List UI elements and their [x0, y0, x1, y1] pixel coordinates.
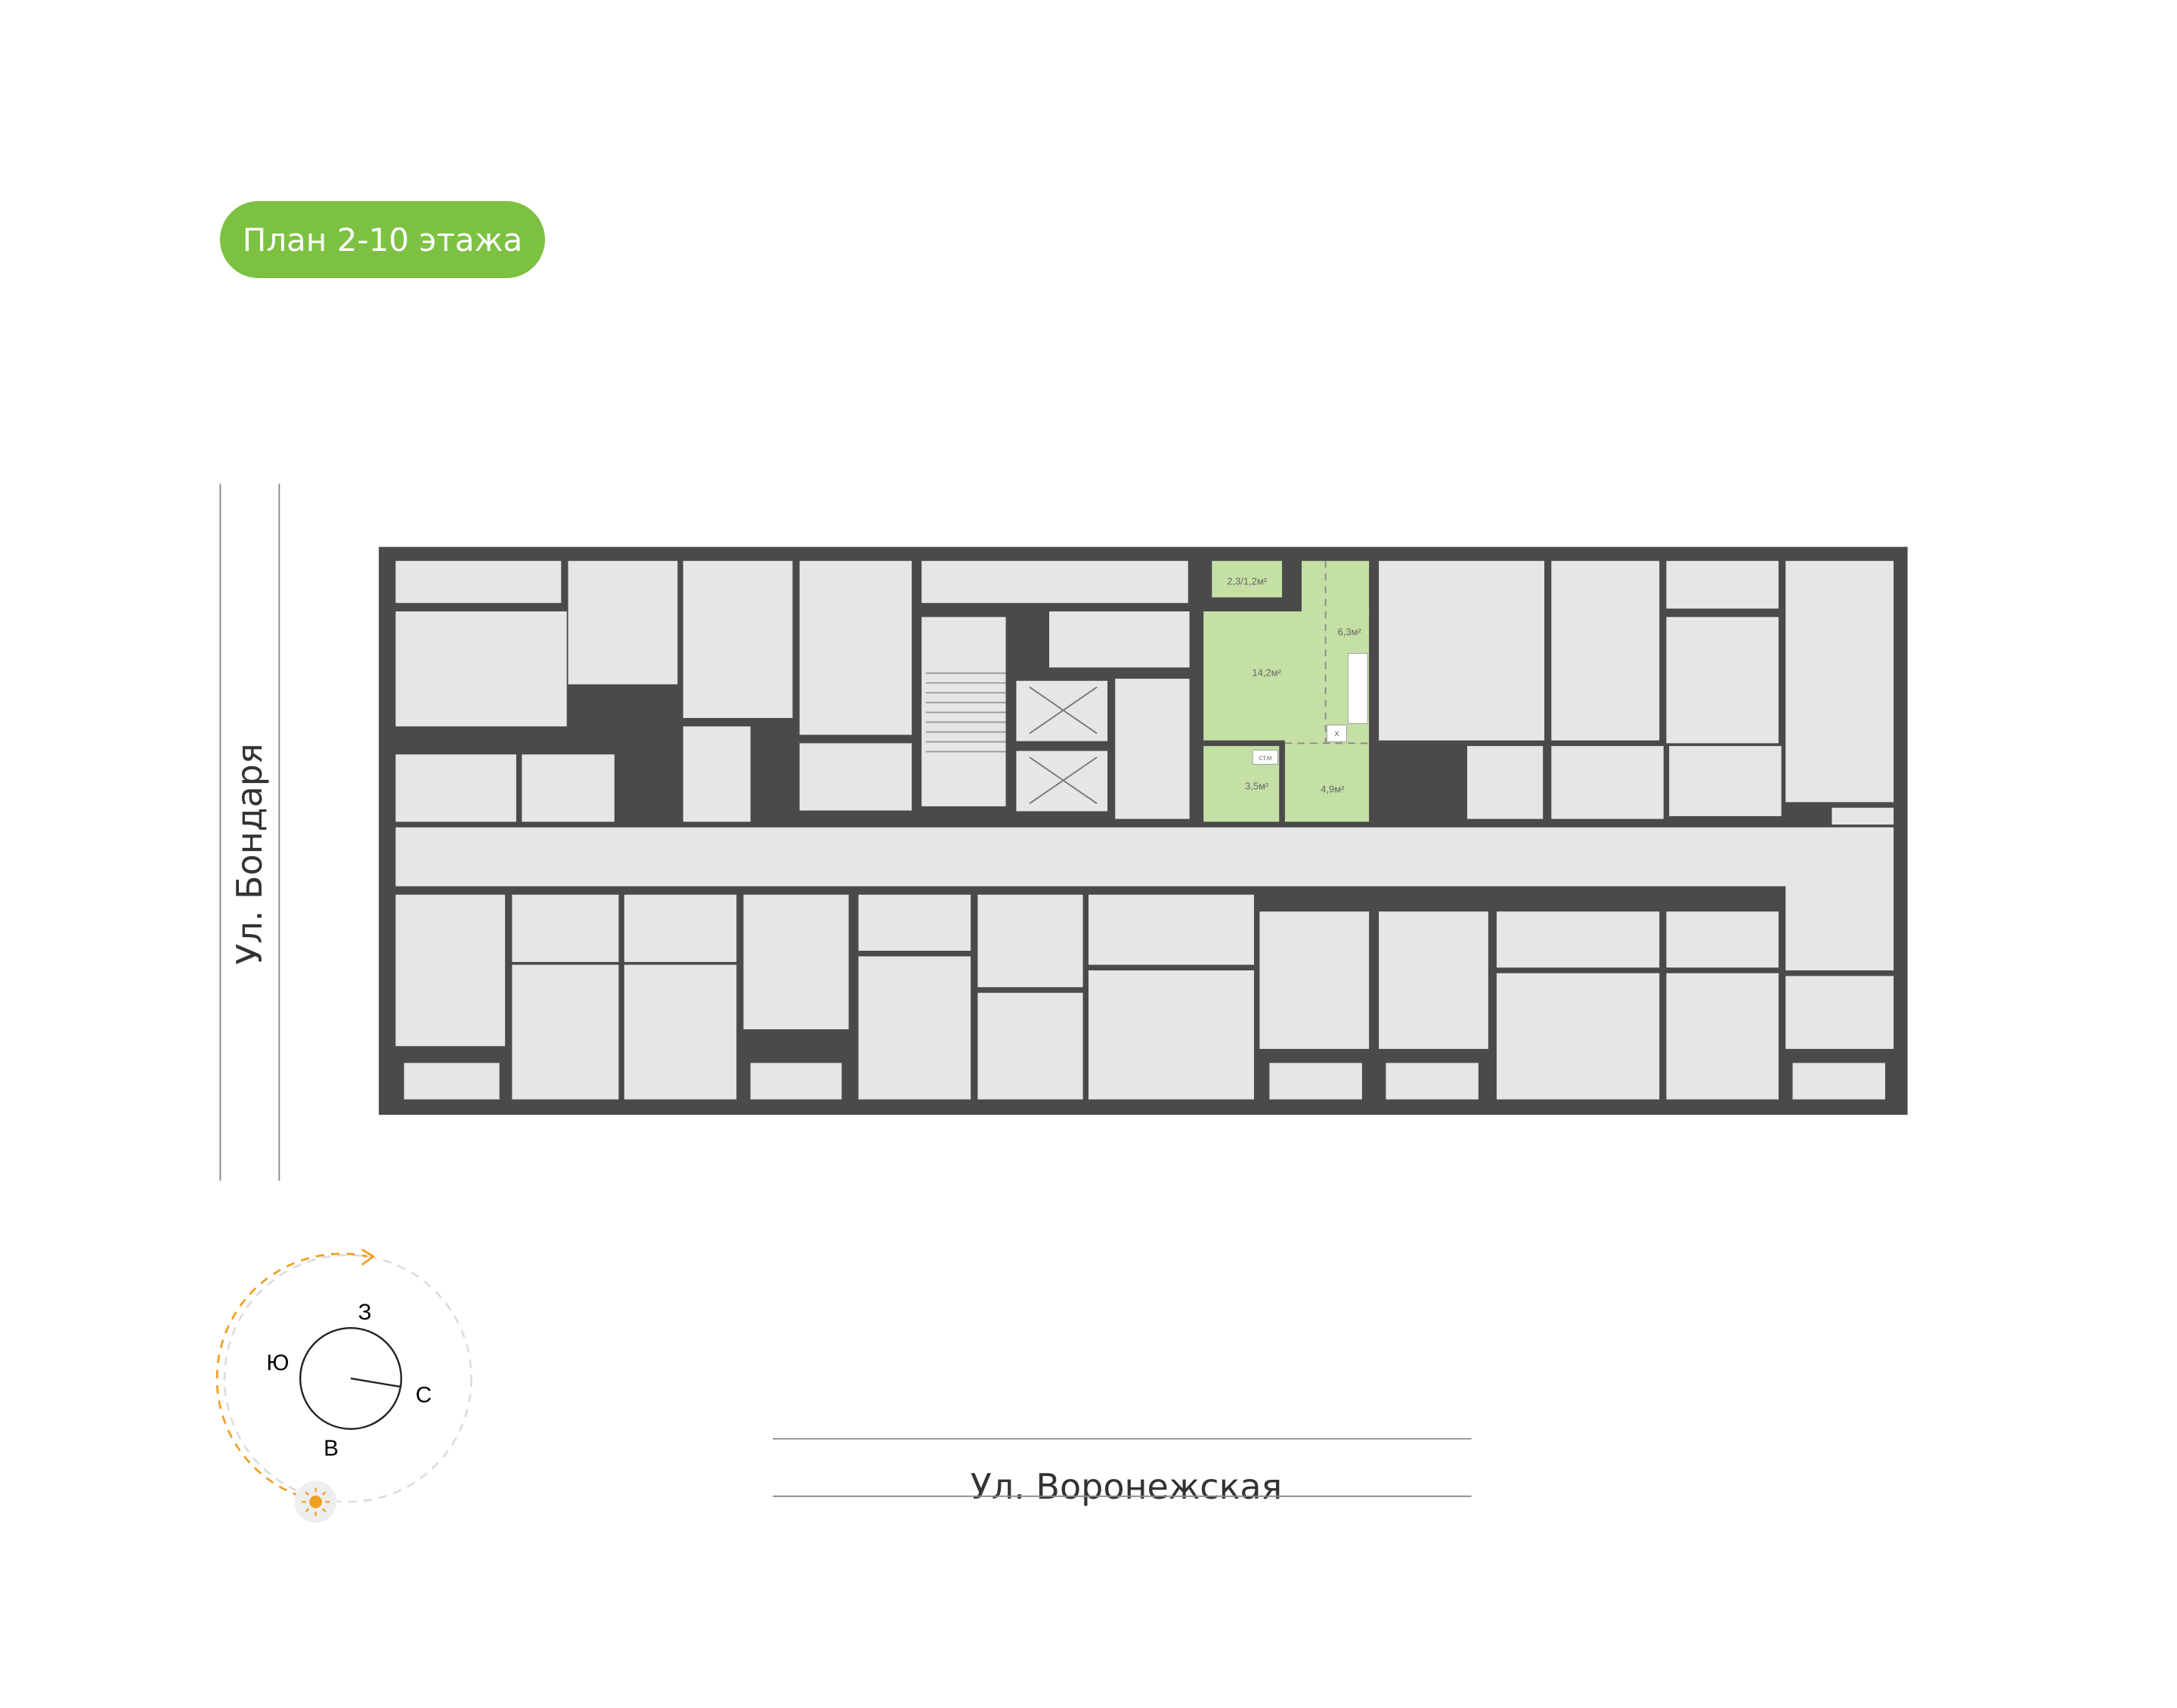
- room-bottom: [750, 1063, 842, 1100]
- room-bottom: [1496, 911, 1660, 968]
- staircase: [921, 617, 1109, 813]
- room-top: [1551, 561, 1660, 741]
- room-top: [683, 726, 751, 822]
- stove-icon: [1347, 653, 1368, 724]
- corridor: [395, 827, 1894, 886]
- room-bottom: [1088, 894, 1254, 965]
- room-bottom: [404, 1063, 500, 1100]
- room-top: [568, 561, 678, 685]
- room-top: [395, 611, 567, 727]
- sun-ray: [322, 1491, 327, 1496]
- room-area-living: 14,2м²: [1252, 667, 1281, 678]
- compass-dial: [299, 1326, 403, 1430]
- room-bottom: [1666, 973, 1779, 1100]
- sun-ray: [305, 1508, 310, 1513]
- room-top: [1666, 617, 1779, 744]
- room-top: [395, 754, 516, 822]
- room-bottom: [624, 894, 737, 962]
- compass-west: З: [358, 1300, 372, 1325]
- room-top: [1669, 746, 1782, 816]
- sun-path: [215, 1252, 368, 1502]
- selected-apartment[interactable]: 2,3/1,2м² 14,2м² 6,3м² 3,5м² 4,9м² СТ.М …: [1203, 561, 1370, 822]
- compass-needle: [350, 1377, 402, 1388]
- room-top: [1466, 746, 1544, 819]
- room-bottom: [1269, 1063, 1362, 1100]
- room-bottom: [1792, 1063, 1885, 1100]
- room-bottom: [1088, 970, 1254, 1100]
- washing-machine-label: СТ.М: [1259, 755, 1271, 762]
- floor-plan-title-badge: План 2-10 этажа: [220, 201, 545, 278]
- room-top: [1551, 746, 1664, 819]
- room-top: [1379, 561, 1545, 741]
- room-area-balcony: 2,3/1,2м²: [1227, 576, 1268, 587]
- room-bottom: [1666, 911, 1779, 968]
- room-top: [799, 561, 912, 735]
- room-top: [1832, 807, 1894, 825]
- fridge-icon: [1326, 724, 1347, 743]
- room-area-bathroom: 3,5м²: [1245, 781, 1269, 792]
- room-top: [799, 743, 912, 811]
- arrow-icon: [361, 1249, 376, 1266]
- room-bottom: [977, 894, 1083, 988]
- compass: З Ю С В: [215, 1249, 472, 1524]
- room-area-kitchen: 6,3м²: [1337, 627, 1361, 638]
- room-bottom: [858, 956, 971, 1100]
- sun-ray: [322, 1508, 327, 1513]
- room-top: [1049, 611, 1190, 668]
- room-bottom: [624, 964, 737, 1100]
- compass-north: С: [416, 1383, 432, 1408]
- room-bottom: [1785, 976, 1894, 1049]
- compass-east: В: [324, 1436, 339, 1461]
- apartments: [395, 561, 1894, 1100]
- room-top: [1115, 679, 1190, 819]
- room-top: [1785, 561, 1894, 803]
- room-bottom: [858, 894, 971, 951]
- room-top: [683, 561, 793, 719]
- room-bottom: [743, 894, 849, 1029]
- compass-south: Ю: [267, 1351, 290, 1375]
- room-area-hallway: 4,9м²: [1321, 783, 1345, 794]
- room-bottom: [1259, 911, 1370, 1049]
- room-bottom: [977, 992, 1083, 1100]
- fridge-label: Х: [1334, 730, 1339, 738]
- room-bottom: [512, 894, 619, 962]
- street-label-bottom: Ул. Воронежская: [970, 1466, 1283, 1507]
- room-top: [522, 754, 615, 822]
- room-bottom: [1386, 1063, 1479, 1100]
- sun-ray: [305, 1491, 310, 1496]
- room-bottom: [1496, 973, 1660, 1100]
- room-bottom: [512, 964, 619, 1100]
- room-bottom: [1379, 911, 1488, 1049]
- room-bottom: [395, 894, 506, 1047]
- washing-machine-icon: [1252, 750, 1278, 765]
- room-top: [921, 561, 1188, 603]
- room-top: [1666, 561, 1779, 609]
- room-top: [395, 561, 562, 603]
